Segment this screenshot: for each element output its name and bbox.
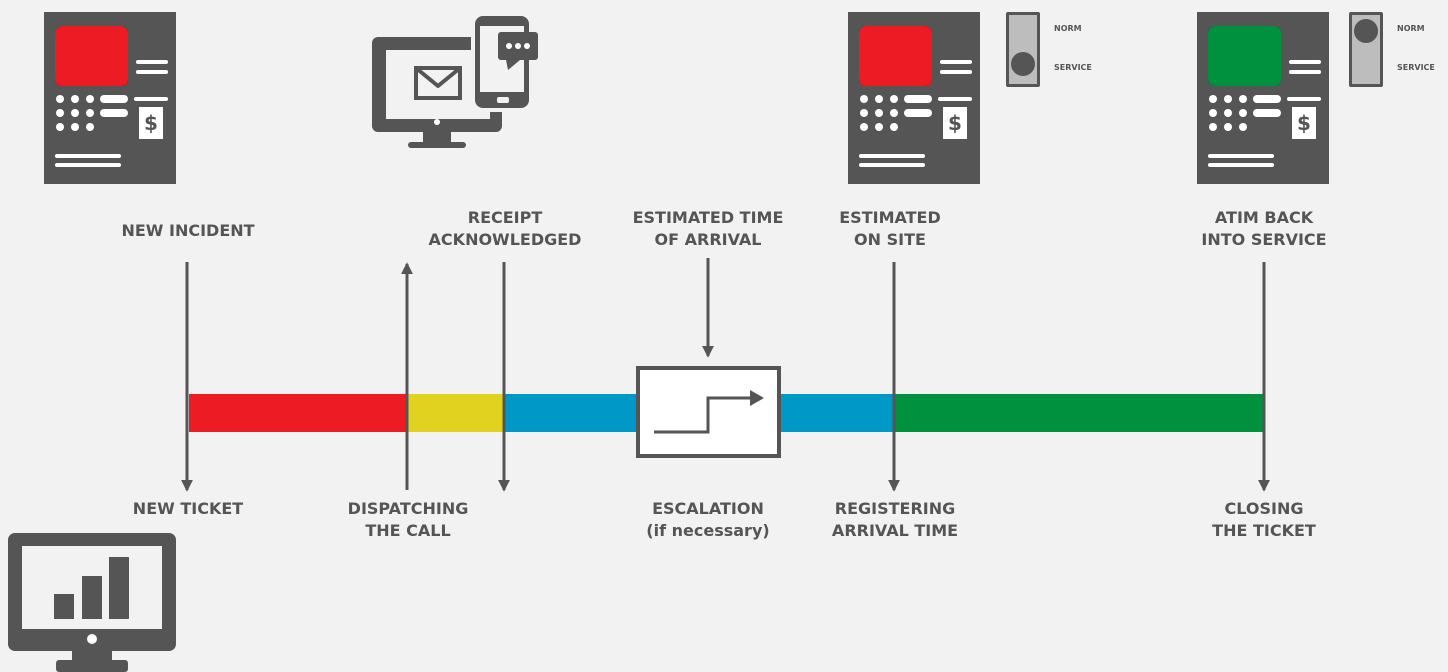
atm-screen [1208, 26, 1281, 86]
timeline-segment-on-site [893, 394, 1263, 432]
switch-knob [1011, 52, 1035, 76]
switch-service-label: SERVICE [1054, 63, 1092, 72]
label-receipt-acknowledged: RECEIPT ACKNOWLEDGED [429, 207, 582, 251]
label-line: CLOSING [1224, 499, 1304, 518]
label-line: OF ARRIVAL [654, 230, 762, 249]
label-dispatching-the-call: DISPATCHING THE CALL [348, 498, 469, 542]
envelope-icon [414, 66, 462, 100]
timeline-segment-new-incident [189, 394, 408, 432]
label-line: DISPATCHING [347, 499, 469, 518]
label-line: NEW TICKET [132, 499, 244, 518]
label-line: ESCALATION [652, 499, 764, 518]
computer-phone-notification-icon [372, 12, 538, 148]
currency-symbol: $ [1297, 111, 1311, 135]
atm-red-screen-icon: $ [848, 12, 980, 184]
currency-symbol: $ [144, 111, 158, 135]
label-closing-the-ticket: CLOSING THE TICKET [1212, 498, 1316, 542]
label-line: REGISTERING [834, 499, 956, 518]
label-line: RECEIPT [467, 208, 543, 227]
switch-service-label: SERVICE [1397, 63, 1435, 72]
label-line: INTO SERVICE [1201, 230, 1327, 249]
label-line: NEW INCIDENT [121, 221, 255, 240]
atm-green-screen-icon: $ [1197, 12, 1329, 184]
label-estimated-time-of-arrival: ESTIMATED TIME OF ARRIVAL [633, 207, 784, 251]
label-line: ARRIVAL TIME [831, 521, 959, 540]
label-estimated-on-site: ESTIMATED ON SITE [839, 207, 941, 251]
escalation-step-arrow-icon [636, 366, 781, 458]
label-registering-arrival-time: REGISTERING ARRIVAL TIME [832, 498, 958, 542]
label-line: ON SITE [854, 230, 926, 249]
switch-norm-label: NORM [1054, 24, 1082, 33]
label-line: ESTIMATED [839, 208, 941, 227]
label-line: THE TICKET [1212, 521, 1316, 540]
norm-service-switch-icon [1349, 12, 1383, 87]
label-line: ESTIMATED TIME [632, 208, 784, 227]
label-new-incident: NEW INCIDENT [121, 220, 254, 242]
switch-norm-label: NORM [1397, 24, 1425, 33]
atm-screen [859, 26, 932, 86]
label-new-ticket: NEW TICKET [133, 498, 243, 520]
label-line: THE CALL [365, 521, 451, 540]
timeline-segment-dispatching [408, 394, 504, 432]
atm-screen [55, 26, 128, 86]
currency-symbol: $ [948, 111, 962, 135]
norm-service-switch-icon [1006, 12, 1040, 87]
switch-knob [1354, 19, 1378, 43]
label-line: (if necessary) [646, 521, 770, 540]
atm-red-screen-icon: $ [44, 12, 176, 184]
label-line: ACKNOWLEDGED [428, 230, 582, 249]
label-escalation: ESCALATION (if necessary) [646, 498, 769, 542]
label-atim-back-into-service: ATIM BACK INTO SERVICE [1201, 207, 1326, 251]
monitor-bar-chart-icon [8, 533, 176, 672]
label-line: ATIM BACK [1214, 208, 1314, 227]
